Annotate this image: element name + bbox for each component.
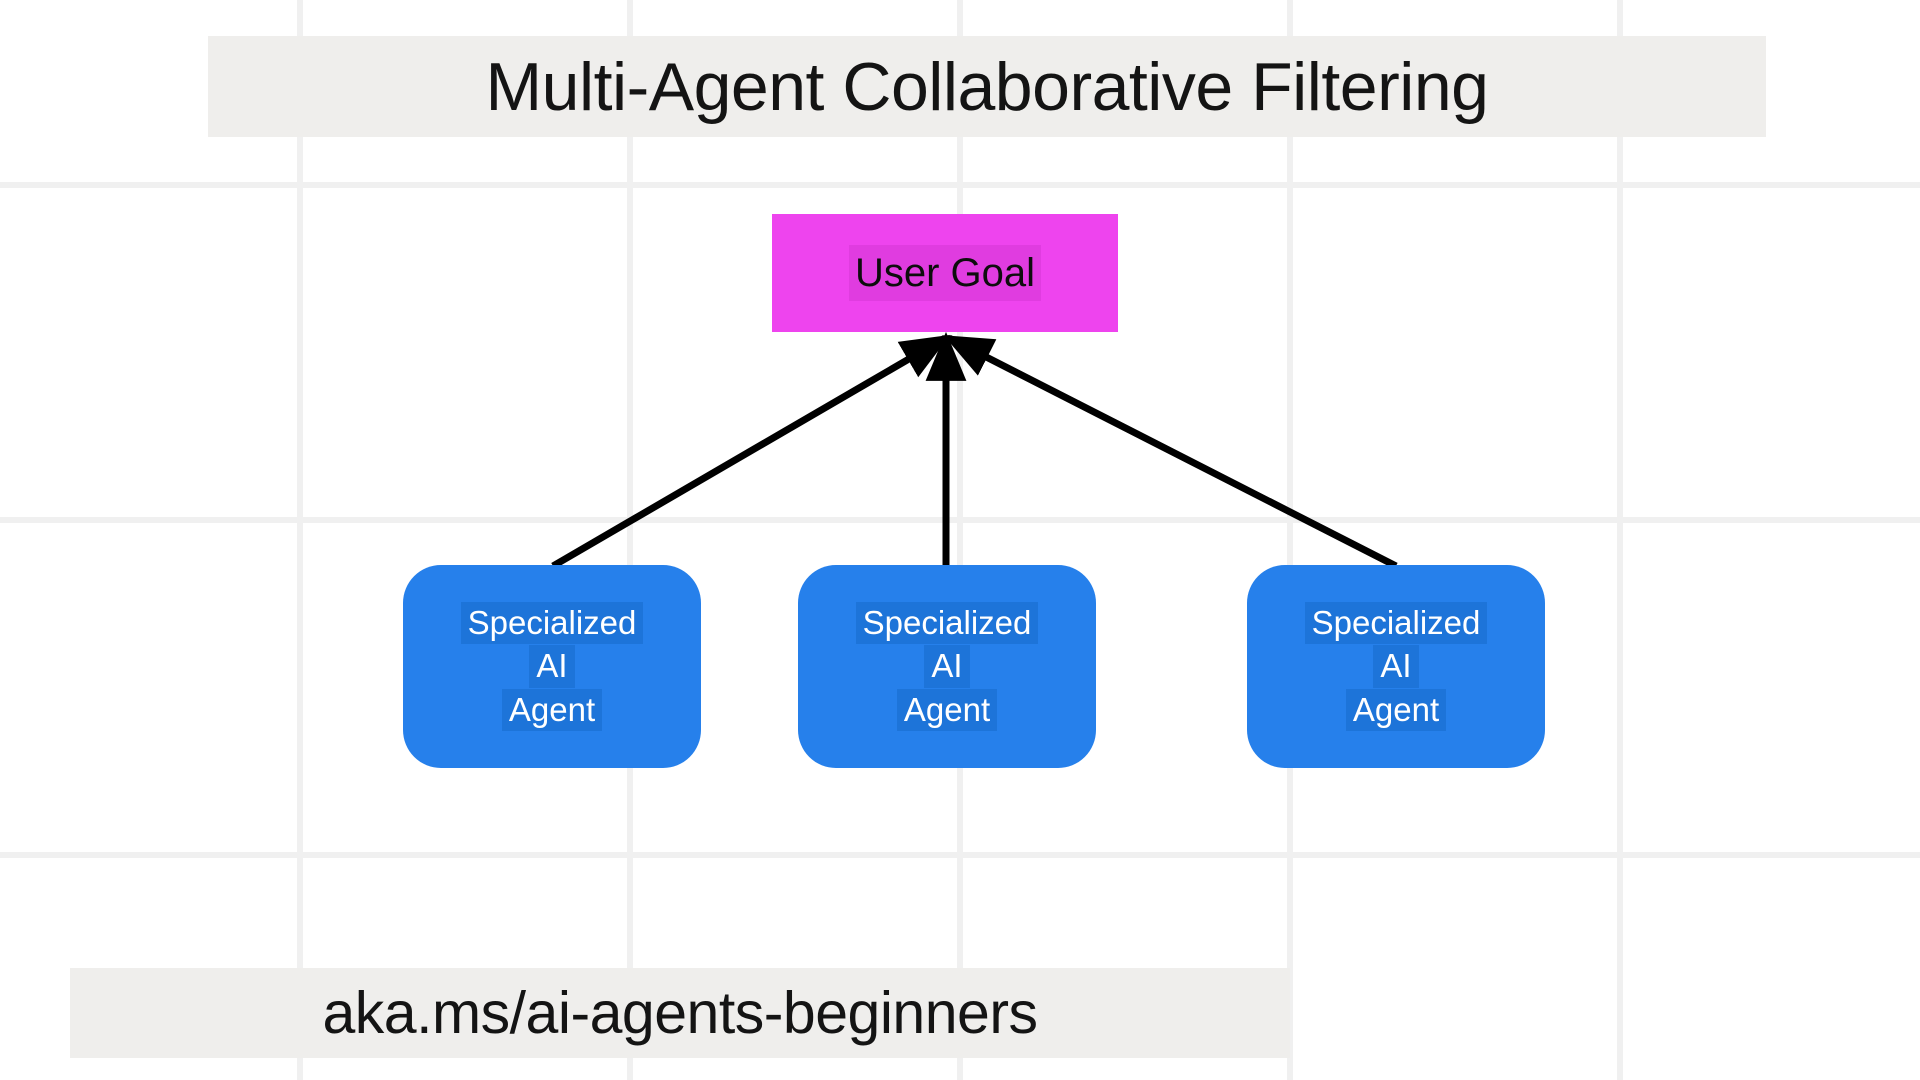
title-highlight-band (208, 36, 1766, 137)
node-agent-label-line-2: AI (1373, 645, 1419, 688)
grid-line-horizontal (0, 182, 1920, 188)
grid-line-vertical (1287, 0, 1293, 1080)
edge-left-to-goal (551, 334, 951, 570)
node-agent-label-line-3: Agent (1345, 688, 1447, 731)
node-agent-label-line-2: AI (529, 645, 575, 688)
grid-line-vertical (957, 0, 963, 1080)
node-specialized-ai-agent-right[interactable]: Specialized AI Agent (1247, 565, 1545, 768)
node-agent-label-line-3: Agent (896, 688, 998, 731)
node-agent-label-line-3: Agent (501, 688, 603, 731)
footer-url: aka.ms/ai-agents-beginners (322, 979, 1038, 1046)
edge-right-to-goal (943, 334, 1398, 570)
node-agent-label-line-2: AI (924, 645, 970, 688)
diagram-title: Multi-Agent Collaborative Filtering (485, 48, 1489, 125)
node-user-goal[interactable]: User Goal (772, 214, 1118, 332)
grid-line-horizontal (0, 517, 1920, 523)
node-agent-label-line-1: Specialized (855, 602, 1039, 645)
node-agent-label-line-1: Specialized (460, 602, 644, 645)
node-agent-label-line-1: Specialized (1304, 602, 1488, 645)
grid-line-vertical (627, 0, 633, 1080)
footer-highlight-band (70, 968, 1290, 1058)
grid-line-vertical (297, 0, 303, 1080)
node-specialized-ai-agent-center[interactable]: Specialized AI Agent (798, 565, 1096, 768)
node-user-goal-label: User Goal (848, 245, 1042, 301)
node-specialized-ai-agent-left[interactable]: Specialized AI Agent (403, 565, 701, 768)
grid-line-horizontal (0, 852, 1920, 858)
grid-line-vertical (1617, 0, 1623, 1080)
